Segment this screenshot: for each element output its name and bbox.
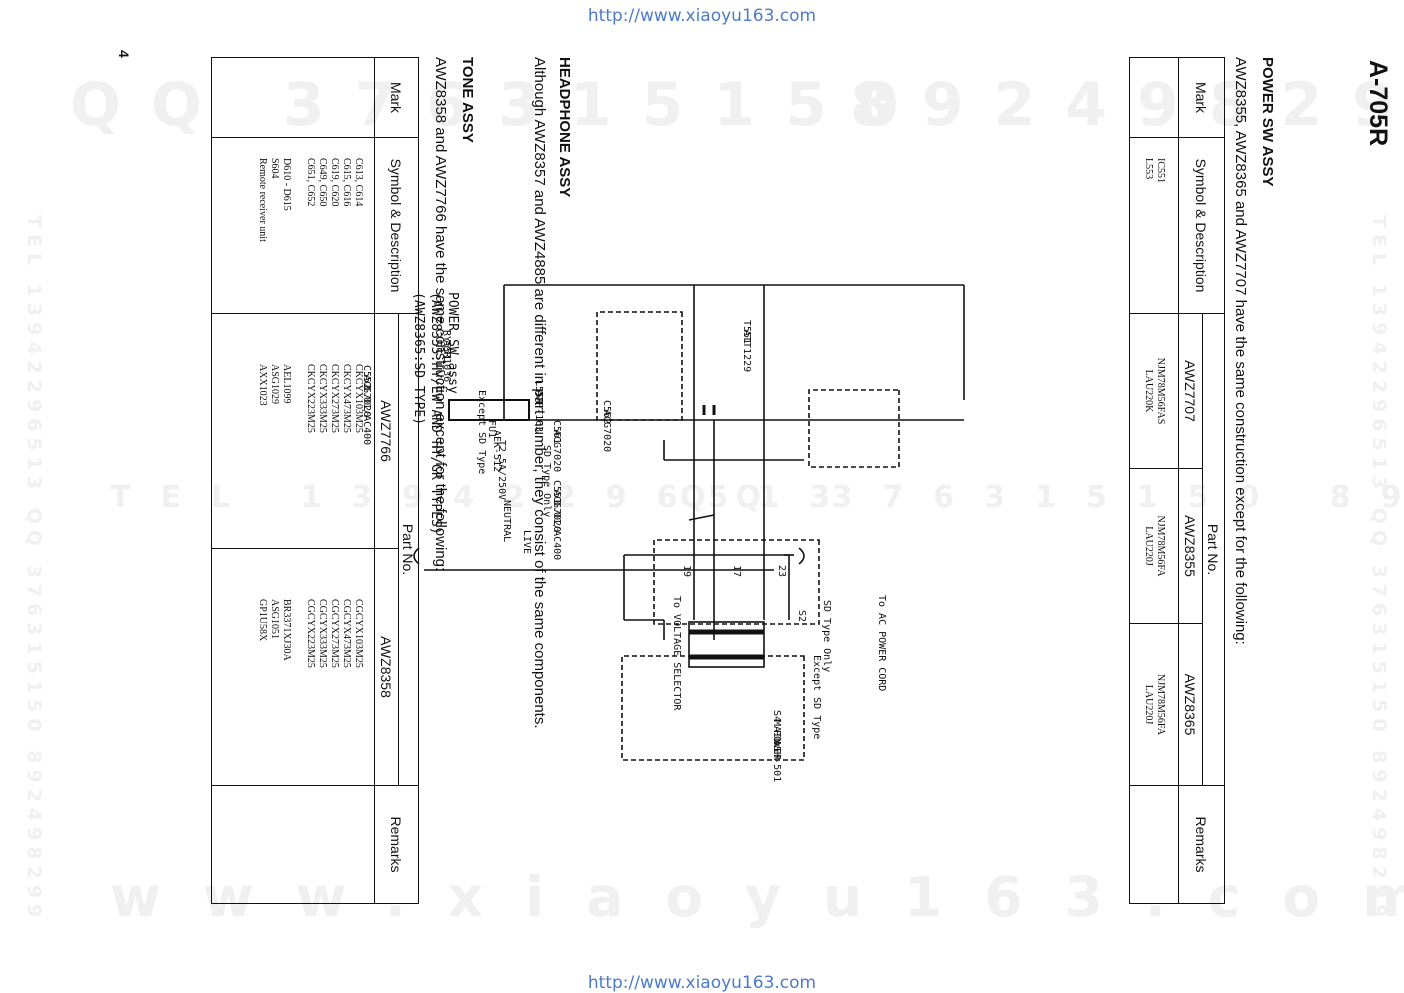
label-ry551-part: ASR1036 xyxy=(441,340,452,382)
headphone-heading: HEADPHONE ASSY xyxy=(556,57,573,198)
label-pin-17: 17 xyxy=(731,565,742,577)
headphone-text: Although AWZ8357 and AWZ4885 are differe… xyxy=(531,57,548,729)
tone-col-awz8358: AWZ8358 xyxy=(374,548,399,786)
label-fu1-rating: T2.5A/250V xyxy=(496,440,507,500)
label-c562-part: ACG7020 xyxy=(601,410,612,452)
label-sd-only-2: SD Type Only xyxy=(821,600,832,672)
label-c551-part: ACG7020 xyxy=(551,490,562,532)
tone-heading: TONE ASSY xyxy=(459,57,476,143)
label-l554: L554 xyxy=(533,380,544,404)
label-neutral: NEUTRAL xyxy=(501,500,512,542)
label-live: LIVE xyxy=(521,530,532,554)
awz8358-cell: CGCYX103M25 CGCYX473M25 CGCYX273M25 CGCY… xyxy=(211,548,375,786)
label-t551: T551 xyxy=(741,320,752,344)
watermark-url-bottom: http://www.xiaoyu163.com xyxy=(587,973,817,993)
watermark-qq: QQ 376315150 xyxy=(70,70,929,140)
watermark-tel: TEL 13942296513 xyxy=(110,480,861,515)
label-fu1-part: AEK-512 xyxy=(491,430,502,472)
label-ry551: RY551 xyxy=(441,330,452,360)
table-row: C613, C614 C615, C616 C619, C620 C649, C… xyxy=(211,57,375,904)
label-except-sd-1: Except SD Type xyxy=(476,390,487,474)
label-s2: S2 xyxy=(796,610,807,622)
label-fu1: FU1 xyxy=(486,420,497,438)
label-t551-part: ATT1229 xyxy=(741,330,752,372)
label-c562: C562 xyxy=(601,400,612,424)
tone-col-partno: Part No. xyxy=(398,313,419,786)
label-s4: S4 xyxy=(771,710,782,722)
awz7766-cell: CKCYX103M25 CKCYX473M25 CKCYX273M25 CKCY… xyxy=(211,313,375,549)
mark-cell xyxy=(211,57,375,138)
tone-col-mark: Mark xyxy=(374,57,419,138)
label-s4-part: ASH-501 xyxy=(771,740,782,782)
watermark-url-top: http://www.xiaoyu163.com xyxy=(587,6,817,26)
schematic-title-3: (AWZ8365:SD TYPE) xyxy=(411,292,426,425)
watermark-site: www.xiaoyu163.com xyxy=(110,865,1404,929)
label-to-ac: To AC POWER CORD xyxy=(876,595,887,691)
label-pin-23: 23 xyxy=(776,565,787,577)
label-s4-power: POWER xyxy=(771,730,782,761)
remarks-cell xyxy=(211,785,375,904)
label-c551-val: 0.01/AC400 xyxy=(551,500,562,560)
tone-table: Mark Symbol & Description Part No. Remar… xyxy=(211,57,419,904)
label-except-sd-2: Except SD Type xyxy=(811,655,822,739)
label-c552-val: 0.01/AC400 xyxy=(361,385,372,445)
label-l554-part: ATF-163 xyxy=(533,390,544,432)
watermark-qq-2: QQ 376315150 892498299 xyxy=(680,480,1404,515)
symbol-cell: C613, C614 C615, C616 C619, C620 C649, C… xyxy=(211,137,375,314)
label-pin-19: 19 xyxy=(681,565,692,577)
label-to-volt: To VOLTAGE SELECTOR xyxy=(671,596,682,711)
label-c561-part: ACG7020 xyxy=(551,430,562,472)
tone-col-remarks: Remarks xyxy=(374,785,419,904)
label-sd-only-1: SD Type Only xyxy=(541,445,552,517)
schematic-title-2: (AWZ8355:HY/EW AND HY/GR TYPES) xyxy=(428,292,443,535)
watermark-number: 892498299 xyxy=(850,70,1404,140)
tone-col-awz7766: AWZ7766 xyxy=(374,313,399,549)
label-c561: C561 xyxy=(551,420,562,444)
label-c552: C552 xyxy=(361,365,372,389)
label-s4-main: MAIN xyxy=(771,720,782,744)
tone-intro: AWZ8358 and AWZ7766 have the same constr… xyxy=(432,57,449,572)
label-c551: C551 xyxy=(551,480,562,504)
tone-col-symbol: Symbol & Description xyxy=(374,137,419,314)
schematic-title-1: POWER SW assy xyxy=(445,292,460,394)
label-c552-part: ACG7020 xyxy=(361,375,372,417)
